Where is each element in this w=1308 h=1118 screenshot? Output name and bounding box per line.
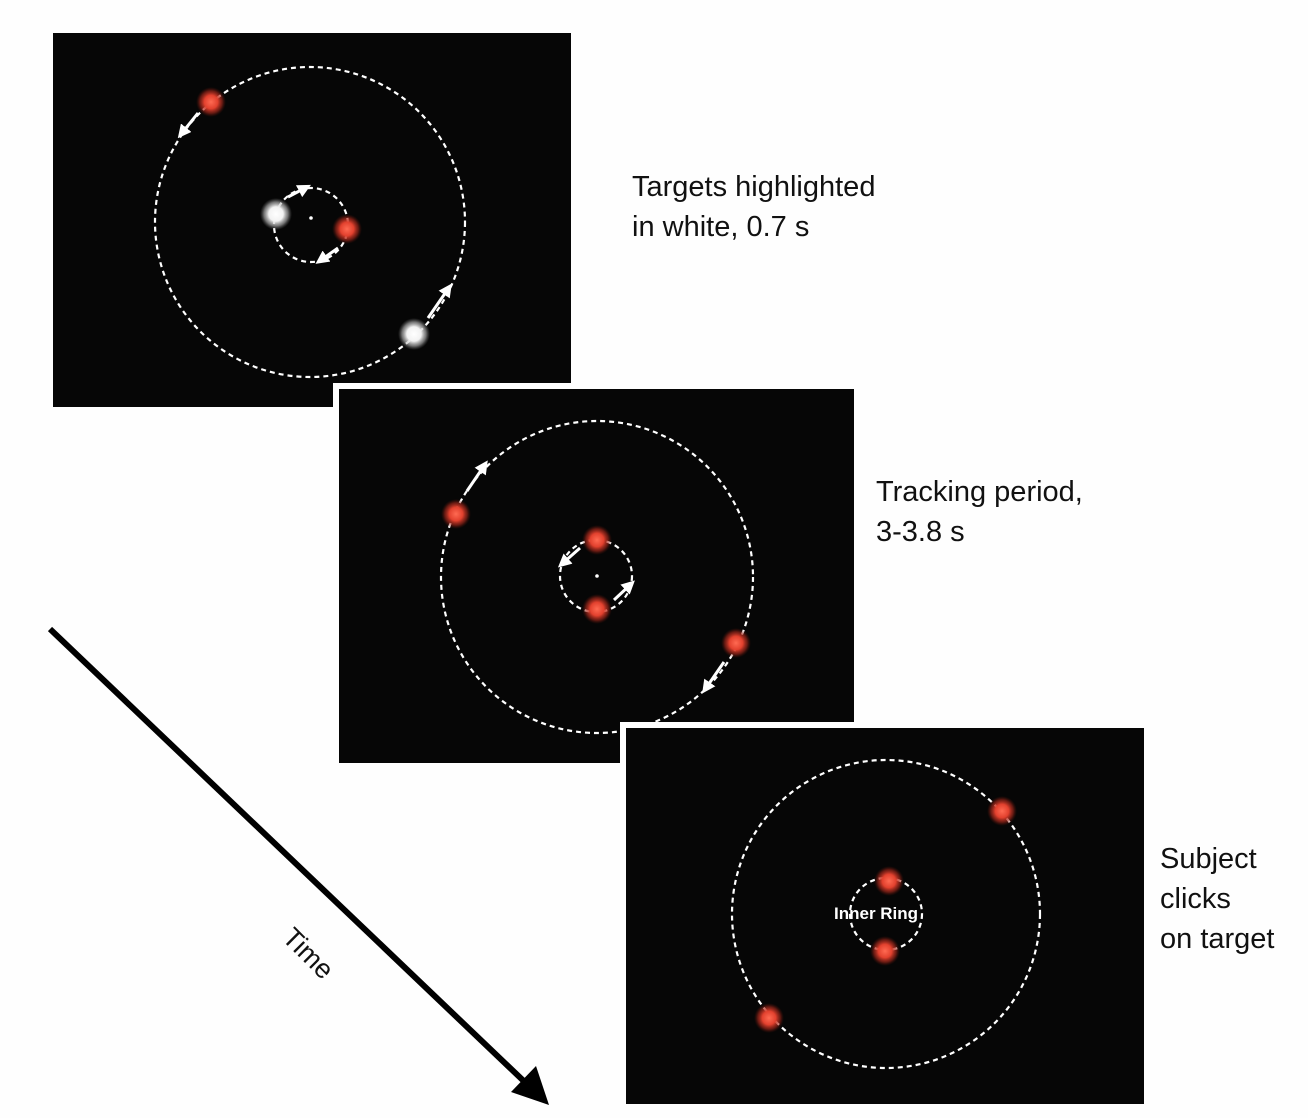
motion-arrow-icon (287, 184, 311, 199)
red-dot (754, 1003, 784, 1033)
red-dot (441, 499, 471, 529)
motion-arrow-icon (702, 661, 726, 694)
outer-ring (439, 419, 755, 735)
caption-line: Tracking period, (876, 476, 1083, 508)
panel-response (620, 722, 1150, 1114)
caption-response: Subject clicks on target (1160, 839, 1274, 959)
caption-highlight: Targets highlighted in white, 0.7 s (632, 167, 875, 247)
motion-arrow-icon (315, 246, 339, 264)
red-dot (582, 594, 612, 624)
red-dot (987, 796, 1017, 826)
caption-tracking: Tracking period, 3-3.8 s (876, 472, 1083, 552)
caption-line: Subject (1160, 843, 1257, 875)
panel-response-background (626, 728, 1144, 1104)
caption-line: in white, 0.7 s (632, 211, 810, 243)
caption-line: clicks (1160, 883, 1231, 915)
panel-highlight-background (53, 33, 571, 407)
motion-arrow-icon (177, 112, 200, 139)
panel-tracking (333, 383, 860, 769)
inner-ring-label: Inner Ring (834, 904, 919, 923)
motion-arrow-icon (426, 283, 452, 319)
motion-arrow-icon (465, 460, 488, 492)
outer-ring (153, 65, 467, 379)
motion-arrow-icon (612, 580, 635, 602)
panel-highlight (53, 33, 571, 407)
caption-line: Targets highlighted (632, 171, 876, 203)
red-dot (870, 936, 900, 966)
red-dot (874, 866, 904, 896)
white-target-dot (398, 318, 430, 350)
red-dot (721, 628, 751, 658)
white-target-dot (260, 198, 292, 230)
fixation-dot (309, 216, 313, 220)
red-dot (332, 214, 362, 244)
outer-ring (730, 758, 1042, 1070)
caption-line: 3-3.8 s (876, 516, 965, 548)
time-arrow-icon (47, 626, 549, 1105)
red-dot (582, 525, 612, 555)
fixation-dot (595, 574, 599, 578)
caption-line: on target (1160, 923, 1275, 955)
motion-arrow-icon (557, 546, 581, 568)
red-dot (196, 87, 226, 117)
